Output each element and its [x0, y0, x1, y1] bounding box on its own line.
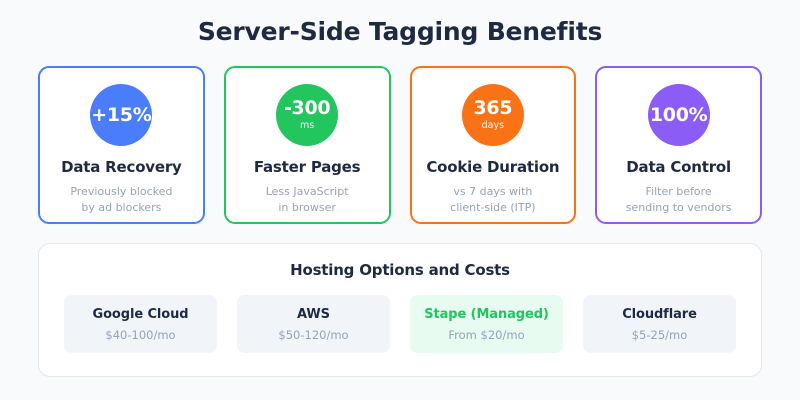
hosting-option-name: Cloudflare: [622, 306, 697, 322]
metric-circle-cookie-duration: 365 days: [461, 84, 524, 146]
hosting-option-name: Stape (Managed): [424, 306, 549, 322]
metric-value: 365: [473, 97, 513, 120]
benefit-card-title: Faster Pages: [253, 158, 361, 176]
benefit-card-subtitle: vs 7 days with client-side (ITP): [450, 184, 535, 215]
benefit-subtitle-line-2: by ad blockers: [81, 200, 162, 214]
page-title: Server-Side Tagging Benefits: [197, 17, 603, 46]
hosting-option-price: $50-120/mo: [278, 327, 349, 342]
metric-circle-data-control: 100%: [647, 84, 710, 146]
metric-value: +15%: [91, 103, 152, 126]
metric-value: 100%: [649, 103, 708, 126]
benefit-subtitle-line-2: client-side (ITP): [450, 200, 536, 214]
benefit-card-subtitle: Filter before sending to vendors: [626, 184, 732, 215]
benefit-subtitle-line-1: Filter before: [645, 185, 712, 198]
hosting-option-google-cloud: Google Cloud $40-100/mo: [64, 295, 217, 353]
hosting-options-panel: Hosting Options and Costs Google Cloud $…: [38, 243, 762, 377]
hosting-option-stape-managed: Stape (Managed) From $20/mo: [410, 295, 563, 353]
benefit-cards-row: +15% Data Recovery Previously blocked by…: [38, 66, 762, 224]
benefit-card-subtitle: Previously blocked by ad blockers: [70, 184, 172, 215]
hosting-option-price: $5-25/mo: [631, 327, 688, 342]
benefit-card-title: Data Recovery: [61, 158, 182, 176]
hosting-option-name: Google Cloud: [92, 306, 189, 322]
benefit-card-cookie-duration: 365 days Cookie Duration vs 7 days with …: [409, 66, 577, 224]
benefit-card-title: Data Control: [626, 158, 731, 176]
metric-unit: ms: [300, 120, 315, 132]
hosting-option-name: AWS: [297, 306, 330, 322]
hosting-option-price: From $20/mo: [448, 327, 525, 342]
benefit-subtitle-line-1: Less JavaScript: [265, 185, 349, 198]
hosting-option-price: $40-100/mo: [105, 327, 176, 342]
benefit-card-title: Cookie Duration: [426, 158, 560, 176]
benefit-card-data-recovery: +15% Data Recovery Previously blocked by…: [38, 66, 205, 224]
benefit-subtitle-line-1: Previously blocked: [70, 185, 173, 198]
benefit-subtitle-line-1: vs 7 days with: [453, 185, 533, 198]
benefit-card-subtitle: Less JavaScript in browser: [266, 184, 349, 215]
benefit-card-faster-pages: -300 ms Faster Pages Less JavaScript in …: [223, 66, 391, 224]
benefit-card-data-control: 100% Data Control Filter before sending …: [595, 66, 762, 224]
hosting-panel-title: Hosting Options and Costs: [290, 261, 510, 279]
metric-value: -300: [283, 97, 331, 120]
hosting-options-list: Google Cloud $40-100/mo AWS $50-120/mo S…: [39, 295, 761, 353]
hosting-option-cloudflare: Cloudflare $5-25/mo: [583, 295, 736, 353]
benefit-subtitle-line-2: sending to vendors: [625, 200, 732, 214]
benefit-subtitle-line-2: in browser: [278, 200, 336, 214]
metric-circle-data-recovery: +15%: [90, 84, 153, 146]
metric-unit: days: [481, 120, 505, 132]
metric-circle-faster-pages: -300 ms: [276, 84, 339, 146]
hosting-option-aws: AWS $50-120/mo: [237, 295, 390, 353]
